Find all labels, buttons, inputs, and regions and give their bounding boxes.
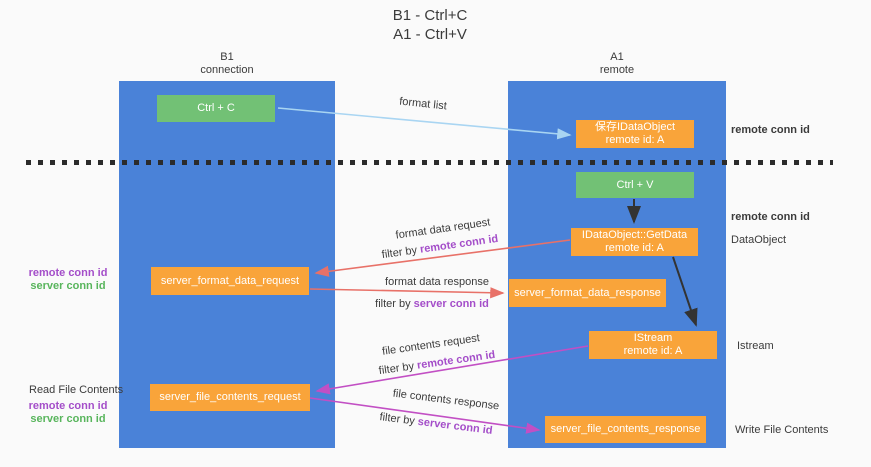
format-response-label: server_format_data_response: [514, 286, 661, 299]
a1-role: remote: [599, 64, 635, 76]
column-header-a1: A1 remote: [547, 51, 687, 77]
format-data-response-label: format data response: [385, 276, 489, 288]
server-conn-id-text: server conn id: [413, 298, 489, 310]
remote-conn-id-text: remote conn id: [416, 348, 496, 372]
file-contents-response-label: file contents response: [392, 387, 500, 413]
save-idataobject-line1: 保存IDataObject: [594, 121, 676, 133]
getdata-line1: IDataObject::GetData: [581, 229, 688, 241]
ctrl-c-label: Ctrl + C: [197, 102, 235, 114]
filter-by-text: filter by: [378, 411, 419, 428]
istream-box: IStream remote id: A: [589, 331, 717, 359]
write-file-contents-label: Write File Contents: [735, 424, 829, 436]
server-conn-id-label: server conn id: [30, 413, 106, 425]
arrow-format-data-response: [309, 287, 505, 299]
read-file-contents-label: Read File Contents: [29, 384, 124, 396]
server-conn-id-label: server conn id: [30, 280, 106, 292]
server-file-contents-request-box: server_file_contents_request: [150, 384, 310, 411]
b1-role: connection: [200, 64, 254, 76]
filter-by-server-conn-id-label-1: filter by server conn id: [375, 298, 489, 310]
remote-conn-id-label: remote conn id: [28, 267, 108, 279]
istream-side-label: Istream: [737, 340, 774, 352]
istream-line1: IStream: [633, 332, 673, 344]
format-request-label: server_format_data_request: [160, 274, 300, 287]
filter-by-text: filter by: [378, 359, 418, 378]
title-line-2: A1 - Ctrl+V: [393, 26, 467, 43]
diagram-title: B1 - Ctrl+C A1 - Ctrl+V: [330, 6, 530, 44]
server-file-contents-response-box: server_file_contents_response: [545, 416, 706, 443]
right-remote-conn-id-mid: remote conn id: [731, 211, 810, 223]
dataobject-label: DataObject: [731, 234, 787, 246]
save-idataobject-box: 保存IDataObject remote id: A: [576, 120, 694, 148]
right-remote-conn-id-top: remote conn id: [731, 124, 810, 136]
idataobject-getdata-box: IDataObject::GetData remote id: A: [571, 228, 698, 256]
ctrl-c-box: Ctrl + C: [157, 95, 275, 122]
file-request-label: server_file_contents_request: [159, 391, 301, 403]
remote-conn-id-label: remote conn id: [28, 400, 108, 412]
save-idataobject-line2: remote id: A: [605, 134, 665, 146]
ctrl-v-box: Ctrl + V: [576, 172, 694, 198]
a1-name: A1: [610, 51, 624, 63]
left-conn-id-pair-bottom: remote conn id server conn id: [22, 400, 114, 426]
getdata-line2: remote id: A: [605, 242, 664, 254]
istream-line2: remote id: A: [623, 345, 683, 357]
server-format-data-request-box: server_format_data_request: [151, 267, 309, 295]
session-divider-dashed-line: [26, 160, 833, 165]
server-format-data-response-box: server_format_data_response: [509, 279, 666, 307]
filter-by-text: filter by: [375, 298, 414, 310]
file-response-label: server_file_contents_response: [550, 423, 701, 435]
left-conn-id-pair-top: remote conn id server conn id: [22, 267, 114, 293]
filter-by-server-conn-id-label-2: filter by server conn id: [379, 411, 493, 437]
title-line-1: B1 - Ctrl+C: [392, 7, 468, 24]
column-header-b1: B1 connection: [157, 51, 297, 77]
server-conn-id-text: server conn id: [417, 415, 494, 437]
b1-name: B1: [220, 51, 234, 63]
ctrl-v-label: Ctrl + V: [616, 178, 654, 191]
format-list-label: format list: [398, 95, 448, 113]
filter-by-text: filter by: [381, 243, 421, 262]
